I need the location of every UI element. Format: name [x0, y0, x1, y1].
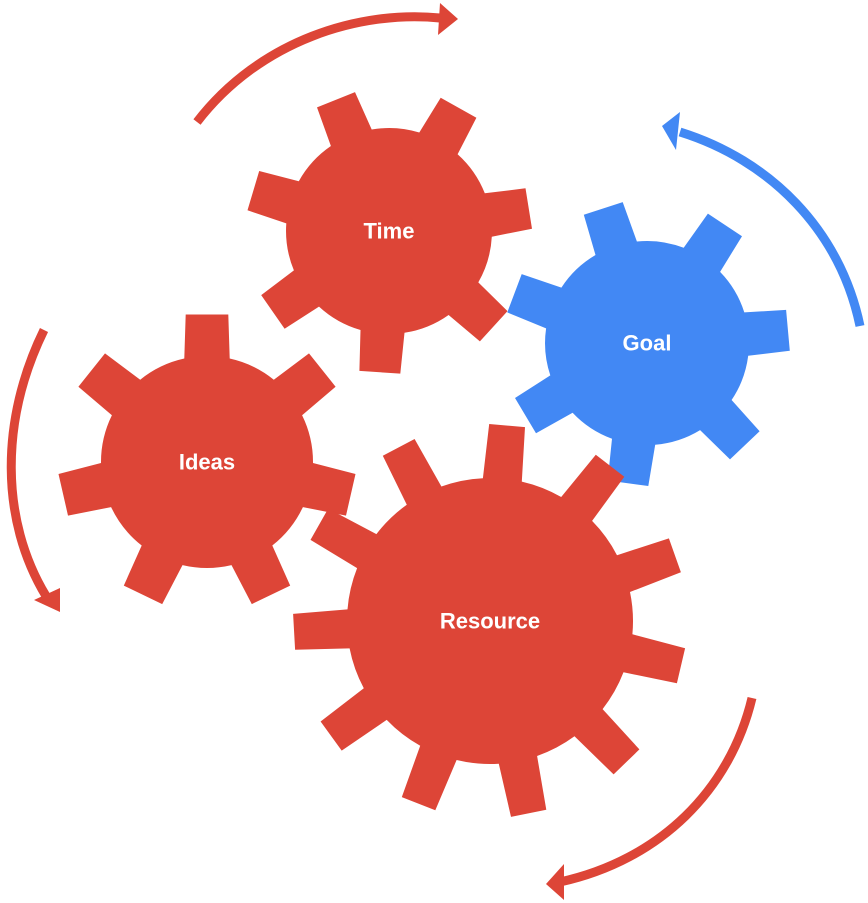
gear-ideas-label: Ideas — [179, 450, 235, 475]
arrow-left — [6, 328, 60, 612]
arrow-left-head-icon — [34, 588, 60, 612]
gear-resource-icon — [293, 424, 686, 817]
gear-goal: Goal — [507, 202, 790, 486]
gear-goal-label: Goal — [623, 331, 672, 356]
arrow-bottom-arc — [559, 696, 757, 887]
gear-ideas-icon — [58, 314, 356, 605]
arrow-right-head-icon — [662, 112, 680, 150]
arrow-bottom — [546, 696, 757, 900]
gear-time-label: Time — [364, 219, 415, 244]
gear-goal-icon — [507, 202, 790, 486]
arrow-top-arc — [193, 12, 441, 125]
arrow-bottom-head-icon — [546, 864, 564, 900]
gear-ideas: Ideas — [58, 314, 356, 605]
arrow-right-arc — [678, 127, 865, 327]
arrow-left-arc — [6, 328, 50, 599]
arrow-right — [662, 112, 865, 327]
gear-time-icon — [247, 92, 532, 374]
gear-resource: Resource — [293, 424, 686, 817]
gear-resource-label: Resource — [440, 609, 540, 634]
arrow-top-head-icon — [438, 3, 458, 35]
arrow-top — [193, 3, 458, 125]
gear-time: Time — [247, 92, 532, 374]
